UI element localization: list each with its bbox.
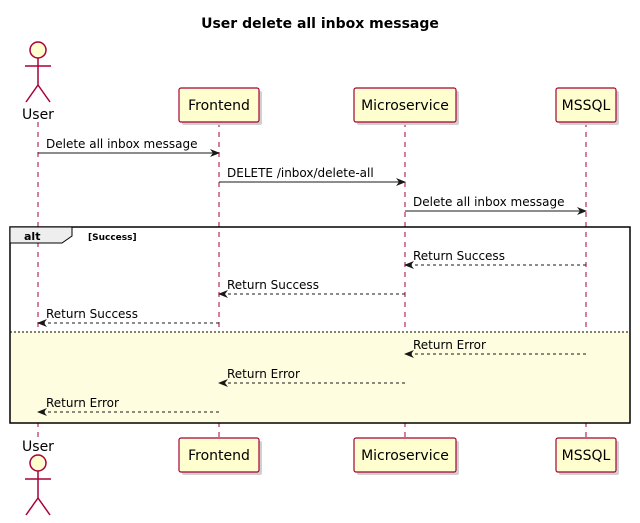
message-label: Delete all inbox message	[413, 195, 564, 209]
message-label: Return Error	[413, 338, 486, 352]
actor-top-head	[29, 41, 47, 59]
actor-bottom-head	[29, 454, 47, 472]
message-label: Delete all inbox message	[46, 137, 197, 151]
participant-box	[555, 87, 617, 123]
participant-label: User	[22, 107, 54, 123]
message-label: Return Error	[227, 367, 300, 381]
actor-bottom-leg-left	[25, 497, 39, 516]
participant-frontend-bottom: Frontend	[178, 437, 262, 475]
participant-label: MSSQL	[562, 98, 611, 114]
alt-label-tab	[9, 226, 73, 244]
participant-box	[178, 87, 260, 123]
alt-fragment: alt [Success]	[9, 226, 631, 424]
message-label: Return Success	[46, 307, 138, 321]
message: Return Success	[37, 307, 219, 327]
alt-guard: [Success]	[88, 233, 137, 243]
participant-box	[178, 437, 260, 473]
message-label: Return Success	[413, 249, 505, 263]
alt-keyword: alt	[24, 230, 40, 243]
participant-frontend-top: Frontend	[178, 87, 262, 125]
participant-label: Frontend	[188, 98, 250, 114]
message: Return Success	[218, 278, 405, 298]
participants: UserUserFrontendFrontendMicroserviceMicr…	[22, 41, 619, 516]
participant-microservice-top: Microservice	[353, 87, 459, 125]
alt-frame	[9, 226, 631, 424]
participant-user-bottom: User	[22, 439, 54, 516]
participant-user-top: User	[22, 41, 54, 123]
message: Return Success	[404, 249, 586, 269]
message: DELETE /inbox/delete-all	[219, 166, 406, 186]
participant-label: Frontend	[188, 448, 250, 464]
message: Return Error	[404, 338, 586, 358]
message: Return Error	[37, 396, 219, 416]
participant-box	[555, 437, 617, 473]
actor-bottom-leg-right	[37, 497, 51, 516]
participant-label: Microservice	[361, 98, 449, 114]
participant-mssql-top: MSSQL	[555, 87, 619, 125]
actor-top-leg-right	[37, 84, 51, 103]
message: Delete all inbox message	[38, 137, 220, 157]
participant-label: MSSQL	[562, 448, 611, 464]
participant-microservice-bottom: Microservice	[353, 437, 459, 475]
participant-box	[353, 87, 457, 123]
participant-mssql-bottom: MSSQL	[555, 437, 619, 475]
message: Return Error	[218, 367, 405, 387]
message-label: Return Success	[227, 278, 319, 292]
participant-box	[353, 437, 457, 473]
message-label: Return Error	[46, 396, 119, 410]
diagram-title: User delete all inbox message	[201, 16, 439, 32]
message: Delete all inbox message	[405, 195, 587, 215]
message-label: DELETE /inbox/delete-all	[227, 166, 374, 180]
participant-label: Microservice	[361, 448, 449, 464]
participant-label: User	[22, 439, 54, 455]
actor-top-leg-left	[25, 84, 39, 103]
alt-else-background	[10, 332, 630, 423]
